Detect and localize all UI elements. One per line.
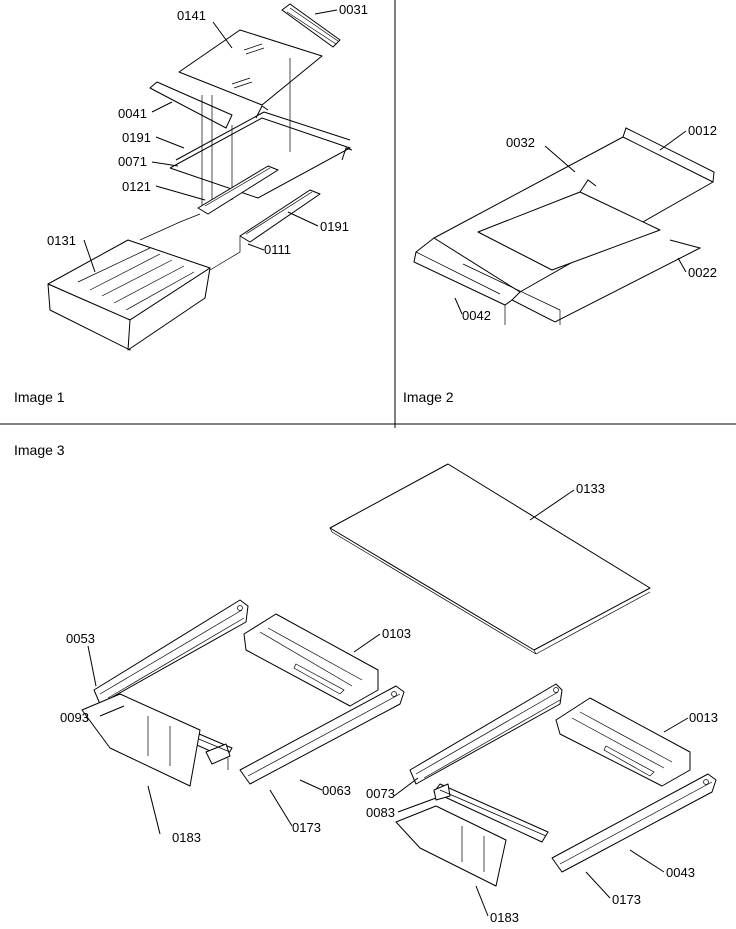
image3-assembly [81, 463, 717, 887]
callout-0013: 0013 [689, 710, 718, 725]
callout-0191: 0191 [122, 130, 151, 145]
callout-0053: 0053 [66, 631, 95, 646]
panel-caption-image2: Image 2 [403, 389, 454, 405]
callout-0083: 0083 [366, 805, 395, 820]
callout-0032: 0032 [506, 135, 535, 150]
callout-0111: 0111 [264, 242, 291, 257]
callout-0133: 0133 [576, 481, 605, 496]
image1-leaders [83, 9, 338, 273]
glass-shelf-part [329, 463, 651, 651]
right-rail-part [239, 189, 321, 243]
front-rail-part [433, 783, 549, 843]
callout-0131: 0131 [47, 233, 76, 248]
callout-0173: 0173 [612, 892, 641, 907]
panel-caption-image3: Image 3 [14, 442, 65, 458]
callout-0121: 0121 [122, 179, 151, 194]
image1-assembly [47, 3, 353, 351]
left-side-rail-part [409, 683, 563, 785]
image3-leaders [87, 489, 689, 917]
callout-0041: 0041 [118, 106, 147, 121]
image2-assembly [413, 127, 715, 325]
panel-caption-image1: Image 1 [14, 389, 65, 405]
front-trim-part [149, 81, 233, 129]
right-side-rail-part [551, 773, 717, 873]
rear-trim-part [281, 3, 341, 48]
callout-0191: 0191 [320, 219, 349, 234]
callout-0073: 0073 [366, 786, 395, 801]
glass-shelf-part [178, 29, 323, 106]
rear-support-part [243, 613, 379, 707]
callout-0031: 0031 [339, 2, 368, 17]
front-trim-part [395, 805, 507, 887]
callout-0141: 0141 [177, 8, 206, 23]
callout-0043: 0043 [666, 865, 695, 880]
front-trim-part [81, 693, 201, 787]
rear-support-part [555, 697, 691, 787]
callout-0183: 0183 [172, 830, 201, 845]
image2-leaders [454, 130, 687, 315]
callout-0063: 0063 [322, 783, 351, 798]
callout-0071: 0071 [118, 154, 147, 169]
callout-0103: 0103 [382, 626, 411, 641]
callout-0012: 0012 [688, 123, 717, 138]
callout-0093: 0093 [60, 710, 89, 725]
callout-0022: 0022 [688, 265, 717, 280]
right-side-rail-part [239, 685, 405, 785]
callout-0173: 0173 [292, 820, 321, 835]
left-rail-part [197, 165, 279, 215]
callout-0183: 0183 [490, 910, 519, 925]
shelf-frame-part [169, 117, 352, 199]
callout-0042: 0042 [462, 308, 491, 323]
